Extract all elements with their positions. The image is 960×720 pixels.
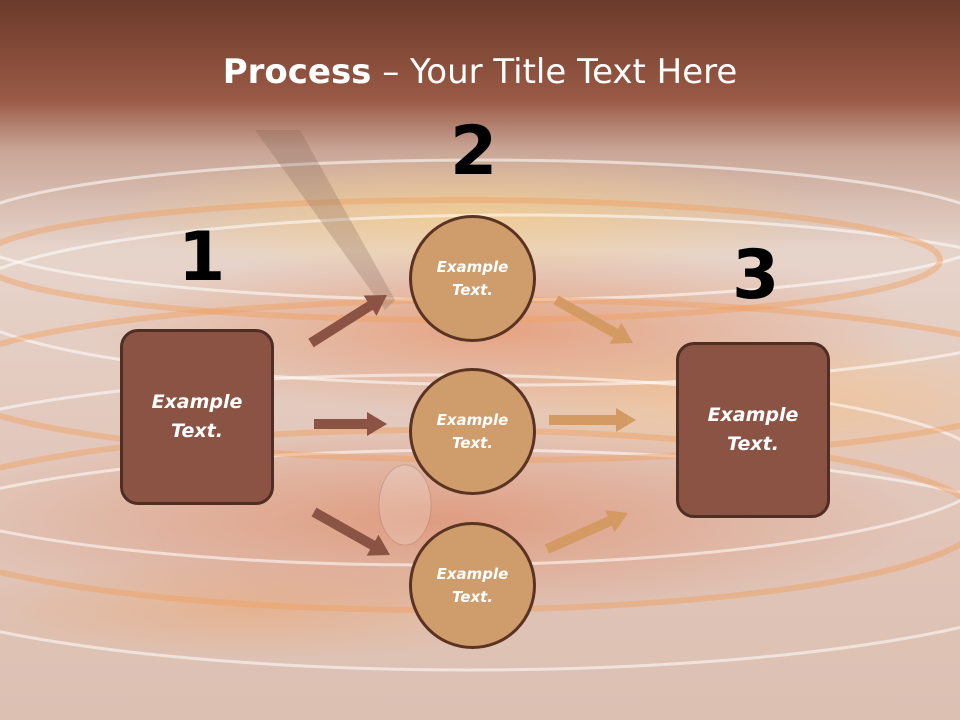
step-number-2: 2: [450, 112, 498, 191]
circle-top: Example Text.: [409, 215, 536, 342]
arrow-to-circle-middle: [314, 412, 387, 436]
left-box: Example Text.: [120, 329, 274, 505]
left-box-text: Example Text.: [151, 391, 243, 442]
circle-bottom-text: Example Text.: [436, 564, 509, 606]
arrow-from-circle-middle: [549, 408, 636, 432]
title-rest: – Your Title Text Here: [371, 52, 738, 92]
arrow-from-circle-top: [553, 295, 634, 344]
step-number-3: 3: [732, 236, 780, 315]
arrow-from-circle-bottom: [544, 510, 628, 554]
right-box-text: Example Text.: [707, 404, 799, 455]
arrow-to-circle-top: [308, 295, 387, 348]
right-box: Example Text.: [676, 342, 830, 518]
circle-middle: Example Text.: [409, 368, 536, 495]
circle-top-text: Example Text.: [436, 257, 509, 299]
circle-middle-text: Example Text.: [436, 410, 509, 452]
circle-bottom: Example Text.: [409, 522, 536, 649]
title-bold: Process: [222, 52, 372, 92]
slide-title: Process – Your Title Text Here: [0, 52, 960, 92]
step-number-1: 1: [178, 218, 226, 297]
arrow-to-circle-bottom: [311, 507, 390, 556]
